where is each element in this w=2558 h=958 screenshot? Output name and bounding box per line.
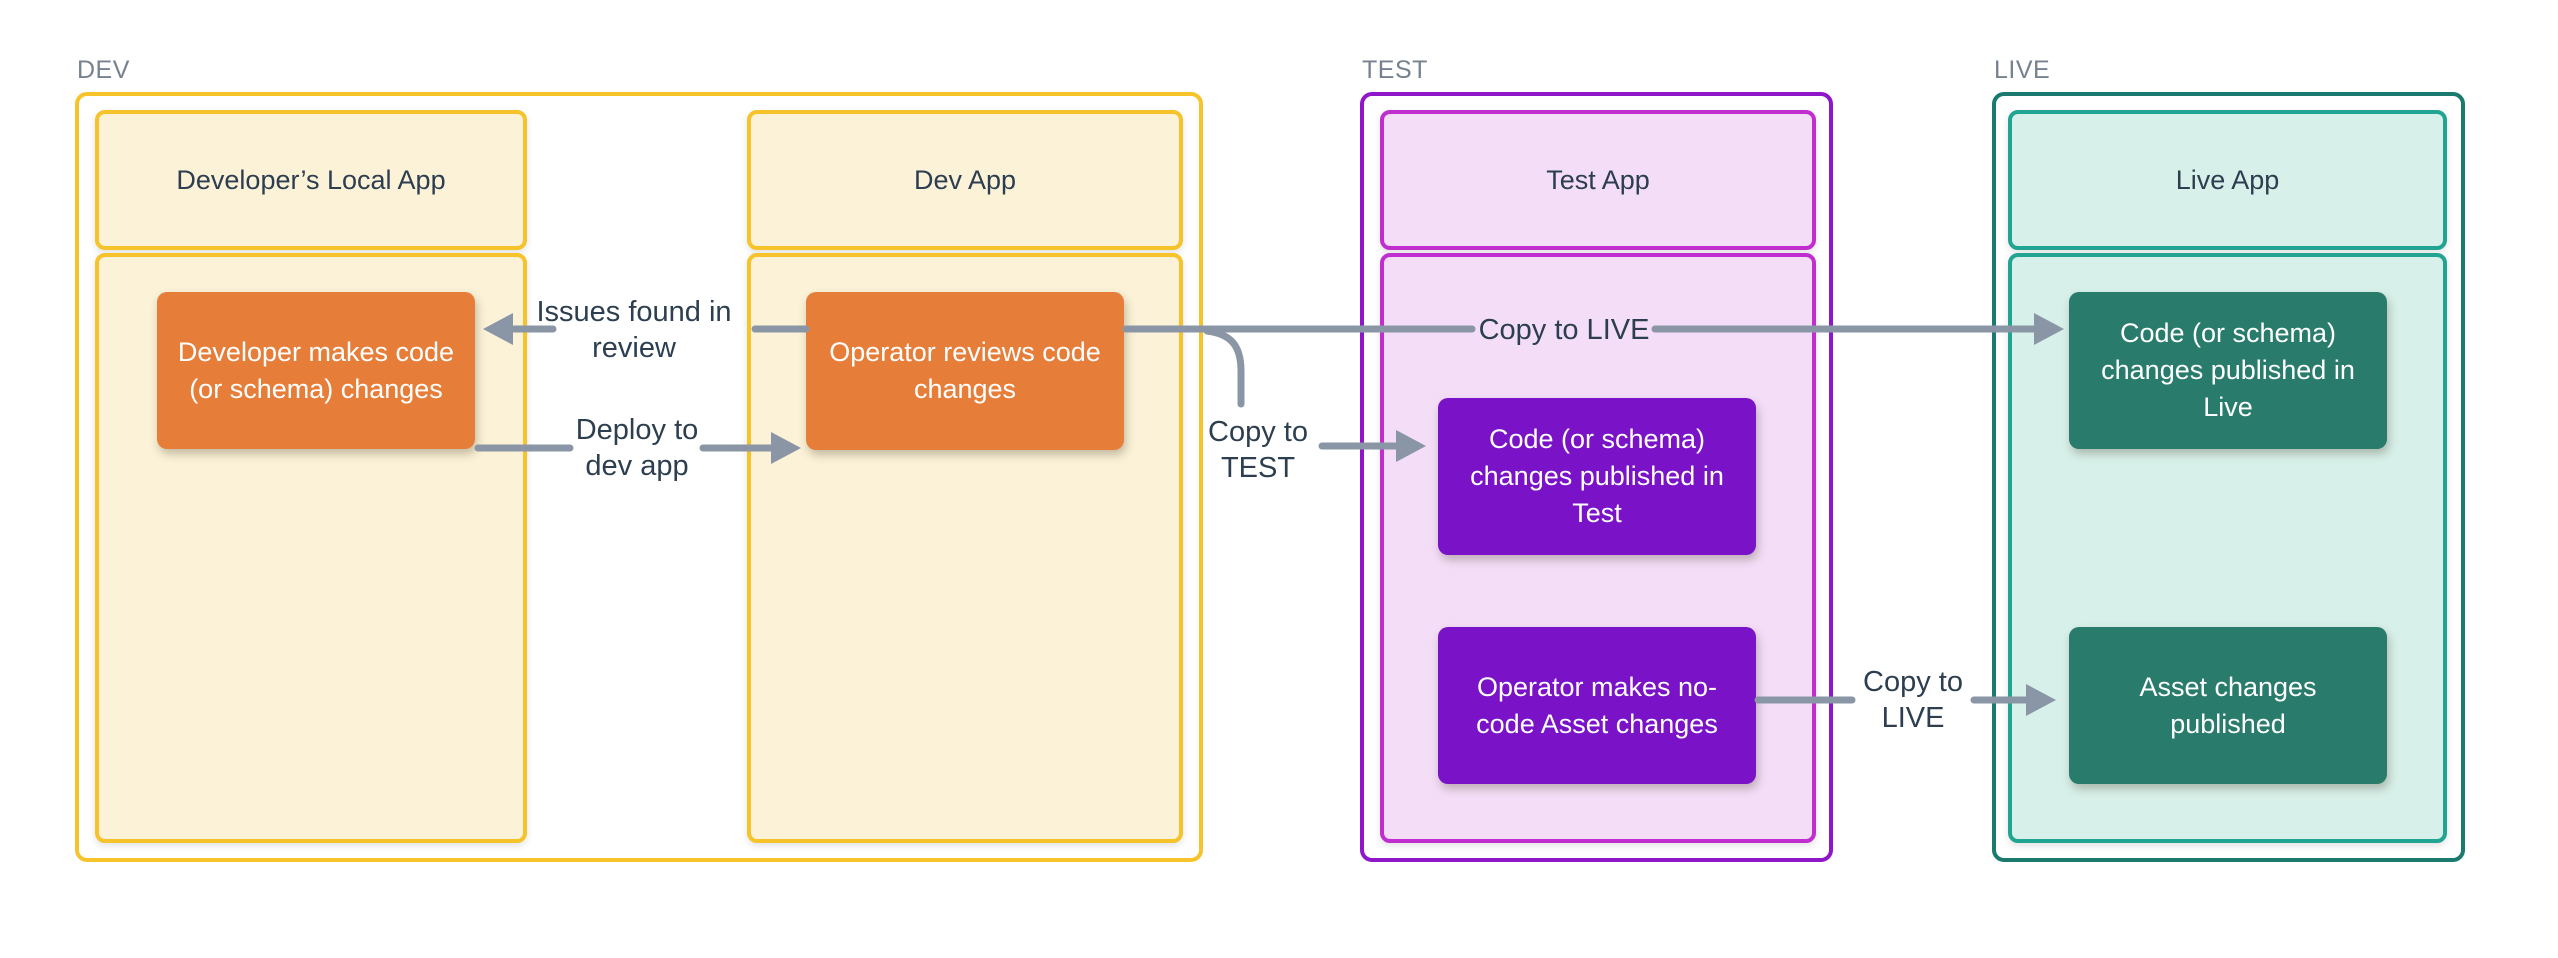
operator-asset-changes-box: Operator makes no-code Asset changes <box>1438 627 1756 784</box>
test-group-box <box>1360 92 1833 862</box>
dev-group-box <box>75 92 1203 862</box>
code-published-test-box: Code (or schema) changes published in Te… <box>1438 398 1756 555</box>
dev-group-label: DEV <box>77 56 130 84</box>
developers-local-app-header: Developer’s Local App <box>95 110 527 250</box>
live-app-title: Live App <box>2175 164 2280 195</box>
test-app-header: Test App <box>1380 110 1816 250</box>
asset-changes-published-box: Asset changes published <box>2069 627 2387 784</box>
copy-to-test-label: Copy to TEST <box>1208 416 1308 484</box>
copy-to-test-branch <box>1203 327 1245 408</box>
code-published-live-box: Code (or schema) changes published in Li… <box>2069 292 2387 449</box>
issues-found-label: Issues found in review <box>536 296 732 364</box>
copy-to-live-top-label: Copy to LIVE <box>1478 314 1650 346</box>
live-group-box <box>1992 92 2465 862</box>
deploy-to-dev-label: Deploy to dev app <box>575 414 699 482</box>
developers-local-app-title: Developer’s Local App <box>176 164 446 195</box>
live-group-label: LIVE <box>1994 56 2051 84</box>
dev-app-title: Dev App <box>913 164 1017 195</box>
copy-to-live-bottom-label: Copy to LIVE <box>1863 666 1963 734</box>
developer-makes-changes-box: Developer makes code (or schema) changes <box>157 292 475 449</box>
dev-app-header: Dev App <box>747 110 1183 250</box>
test-app-title: Test App <box>1546 164 1650 195</box>
test-group-label: TEST <box>1362 56 1428 84</box>
live-app-header: Live App <box>2008 110 2447 250</box>
operator-reviews-box: Operator reviews code changes <box>806 292 1124 450</box>
